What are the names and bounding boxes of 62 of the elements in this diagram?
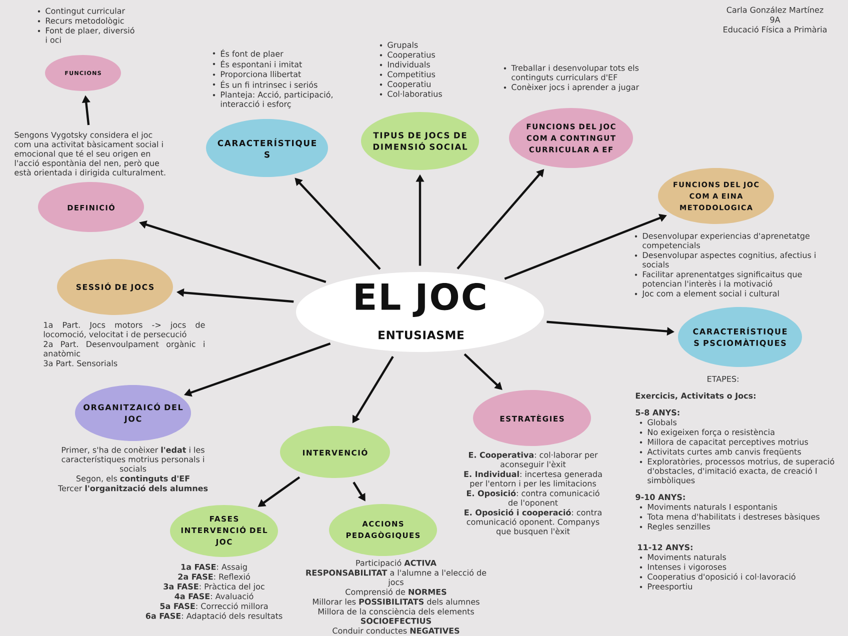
description-text: Millorar les POSSIBILITATS dels alumnes (313, 598, 480, 605)
list-item: No exigeixen força o resistència (648, 428, 774, 437)
section-heading: 11-12 ANYS: (638, 544, 692, 550)
description-text: 9A (770, 16, 780, 23)
list-item: Col·laboratius (388, 90, 442, 97)
description-text: 1a Part. Jocs motors -> jocs de locomoció, velocitat i de persecució (44, 322, 205, 339)
section-heading: 5-8 ANYS: (636, 409, 680, 416)
description-text: 3a Part. Sensorials (44, 360, 118, 366)
description-text: Participació ACTIVA (356, 559, 436, 568)
description-text: 1a FASE: Assaig (181, 564, 247, 572)
section-heading: Exercicis, Activitats o Jocs: (636, 392, 756, 400)
list-item: Exploratòries, processos motrius, de superació d'obstacles, d'imitació exacta, de creació I simbòliques (648, 458, 834, 485)
description-text: E. Oposició: contra comunicació de l'oponent (466, 490, 600, 508)
list-item: És font de plaer (221, 49, 284, 58)
description-text: E. Individual: incertesa generada per l'entorn i per les limitacions (464, 470, 602, 488)
list-item: Regles senzilles (648, 523, 710, 532)
section-heading: 9-10 ANYS: (636, 494, 685, 500)
list-item: Facilitar aprenentatges significaitus que potencian l'interès i la motivació (642, 271, 802, 288)
list-item: És espontani i imitat (221, 60, 302, 69)
list-item: Contingut curricular (46, 8, 126, 16)
list-item: Treballar i desenvolupar tots els continguts curriculars d'EF (511, 64, 639, 82)
list-item: Preesportiu (648, 583, 692, 592)
list-item: Millora de capacitat perceptives motrius (648, 438, 808, 446)
description-text: E. Oposició i cooperació: contra comunicació oponent. Companys que busquen l'èxit (464, 508, 602, 536)
list-item: Cooperatius (388, 52, 435, 60)
description-text: Comprensió de NORMES (346, 588, 446, 596)
list-item: Conèixer jocs i aprender a jugar (512, 84, 640, 92)
description-text: 2a FASE: Reflexió (178, 573, 250, 580)
description-text: 5a FASE: Correcció millora (160, 602, 268, 610)
list-item: Cooperatius d'oposició i col·lavoració (648, 573, 796, 582)
list-item: Competitius (388, 71, 436, 79)
description-text: ETAPES: (708, 376, 738, 382)
list-item: Recurs metodològic (46, 17, 124, 26)
list-item: Grupals (388, 42, 418, 50)
description-text: Sengons Vygotsky considera el joc com una activitat bàsicament social i emocional que té el seu origen en l'acció espontània del nen, però que està orientada i dirigida culturalment. (14, 132, 166, 178)
description-text: Tercer l'organització dels alumnes (58, 484, 208, 493)
list-item: És un fi intrinsec i seriós (221, 80, 318, 88)
list-item: Cooperatiu (388, 80, 430, 89)
description-text: Educació Física a Primària (724, 26, 826, 32)
list-item: Globals (648, 419, 676, 426)
description-text: RESPONSABILITAT a l'alumne a l'elecció de jocs (306, 569, 486, 587)
description-text: 4a FASE: Avaluació (174, 592, 254, 600)
list-item: Desenvolupar experiencias d'aprenetatge competencials (642, 232, 810, 250)
description-text: Millora de la consciència dels elements SOCIOEFECTIUS (318, 608, 474, 624)
description-text: 3a FASE: Pràctica del joc (164, 582, 264, 592)
list-item: Tota mena d'habilitats i destreses bàsiques (647, 513, 820, 522)
list-item: Moviments naturals (648, 554, 726, 560)
description-text: 2a Part. Desenvoulpament orgànic i anatòmic (44, 340, 204, 356)
description-text: E. Cooperativa: col·laborar per aconseguir l'èxit (468, 452, 598, 469)
description-text: Segon, els continguts d'EF (76, 475, 190, 484)
list-item: Activitats curtes amb canvis freqüents (647, 448, 801, 456)
list-item: Individuals (388, 61, 430, 68)
list-item: Planteja: Acció, participació, interacció i esforç (220, 91, 332, 108)
description-text: 6a FASE: Adaptació dels resultats (146, 612, 282, 620)
list-item: Intenses i vigoroses (648, 564, 726, 572)
list-item: Joc com a element social i cultural (642, 290, 779, 298)
description-text: Conduir conductes NEGATIVES (332, 628, 460, 634)
list-item: Moviments naturals I espontanis (648, 504, 778, 512)
list-item: Desenvolupar aspectes cognitius, afectius i socials (642, 252, 816, 268)
list-item: Proporciona llibertat (221, 70, 301, 79)
description-text: Carla González Martínez (726, 6, 824, 13)
list-item: Font de plaer, diversió i oci (46, 26, 134, 43)
